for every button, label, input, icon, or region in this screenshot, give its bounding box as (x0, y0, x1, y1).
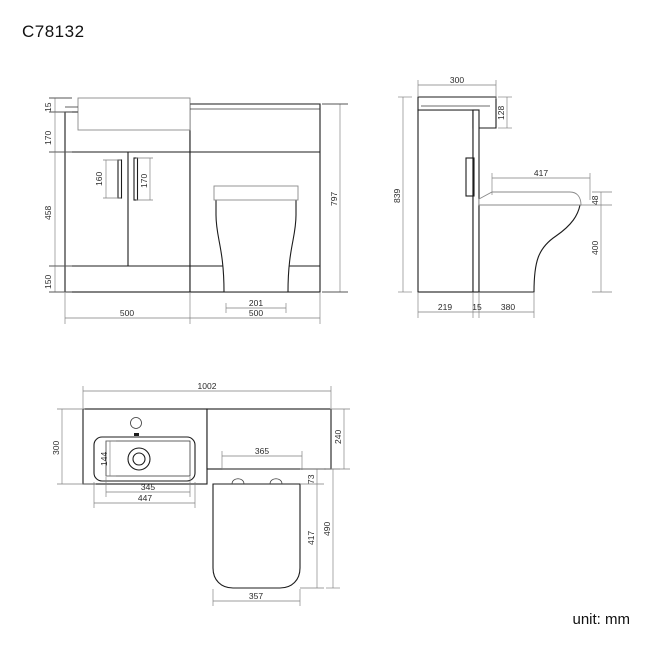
plan-dim-144-label: 144 (99, 452, 109, 466)
front-dim-15 (49, 97, 72, 113)
front-door-handle-right (133, 157, 139, 201)
front-dim-170 (49, 112, 72, 153)
plan-dim-345 (105, 477, 191, 497)
front-wc-seat (213, 185, 299, 201)
side-dim-417-label: 417 (534, 168, 548, 178)
plan-dim-357-label: 357 (249, 591, 263, 601)
front-basin (77, 97, 191, 131)
plan-dim-365 (221, 451, 303, 470)
plan-wc-seat (212, 483, 301, 589)
plan-basin-bowl-inner (105, 440, 191, 477)
front-dim-500-cabinet-label: 500 (120, 308, 134, 318)
plan-seat-hinge-left-icon (231, 478, 245, 485)
side-wc-seat (478, 191, 582, 206)
plan-dim-447 (93, 482, 196, 508)
side-dim-128-label: 128 (496, 106, 506, 120)
plan-dim-300-label: 300 (51, 441, 61, 455)
front-dim-458 (49, 152, 72, 267)
plan-seat-hinge-right-icon (269, 478, 283, 485)
side-dim-bottom-chain (417, 293, 535, 318)
front-dim-handle-170-label: 170 (139, 174, 149, 188)
front-dim-150 (49, 266, 72, 293)
side-dim-48-label: 48 (590, 195, 600, 205)
plan-dim-490 (326, 468, 340, 589)
unit-note: unit: mm (572, 611, 630, 628)
plan-dim-1002-label: 1002 (198, 381, 217, 391)
side-dim-380-label: 380 (501, 302, 515, 312)
front-dim-handle-170 (136, 157, 153, 201)
plan-dim-490-label: 490 (322, 522, 332, 536)
plan-waste-inner-icon (132, 452, 146, 466)
page-title: C78132 (22, 22, 85, 41)
side-dim-128 (498, 96, 512, 129)
side-dim-300-label: 300 (450, 75, 464, 85)
plan-wc-worktop (206, 408, 332, 470)
side-vanity-carcass (417, 109, 474, 293)
front-dim-500-cabinet (64, 293, 191, 324)
plan-dim-447-label: 447 (138, 493, 152, 503)
plan-dim-417 (300, 484, 324, 589)
side-back-panel (472, 109, 480, 293)
plan-dim-1002 (82, 386, 332, 408)
front-dim-458-label: 458 (43, 206, 53, 220)
side-dim-219-label: 219 (438, 302, 452, 312)
side-wc-pan (478, 204, 581, 293)
front-dim-500-wc (190, 293, 321, 324)
plan-dim-144 (106, 440, 116, 477)
side-dim-839 (398, 96, 412, 293)
front-wc-pan (215, 191, 297, 293)
side-dim-48 (580, 191, 612, 206)
front-dim-797 (322, 103, 348, 293)
plan-dim-417-label: 417 (306, 531, 316, 545)
side-dim-417 (491, 173, 591, 200)
front-dim-201-label: 201 (249, 298, 263, 308)
front-dim-170-label: 170 (43, 131, 53, 145)
side-dim-300 (417, 80, 497, 99)
side-dim-400 (592, 205, 612, 293)
plan-dim-300 (57, 408, 96, 485)
plan-dim-345-label: 345 (141, 482, 155, 492)
front-dim-201 (225, 303, 287, 313)
side-elevation-view: 300 128 839 417 (392, 75, 612, 318)
side-dim-15-label: 15 (472, 302, 482, 312)
front-dim-15-label: 15 (43, 102, 53, 112)
plan-dim-365-label: 365 (255, 446, 269, 456)
front-dim-handle-160-label: 160 (94, 172, 104, 186)
plan-dim-240-label: 240 (333, 430, 343, 444)
plan-dim-73-label: 73 (306, 474, 316, 484)
front-dim-150-label: 150 (43, 275, 53, 289)
front-dim-handle-160 (103, 159, 121, 199)
front-elevation-view: 15 170 458 150 (43, 97, 348, 324)
plan-dim-73 (300, 468, 324, 485)
front-dim-797-label: 797 (329, 192, 339, 206)
plan-overflow-slot (134, 433, 139, 436)
plan-dim-357 (212, 589, 301, 606)
side-door-handle (465, 157, 475, 197)
front-dim-500-wc-label: 500 (249, 308, 263, 318)
side-dim-839-label: 839 (392, 189, 402, 203)
side-dim-400-label: 400 (590, 241, 600, 255)
plan-tap-hole-icon (130, 417, 142, 429)
plan-view: 1002 300 240 144 (51, 381, 350, 606)
